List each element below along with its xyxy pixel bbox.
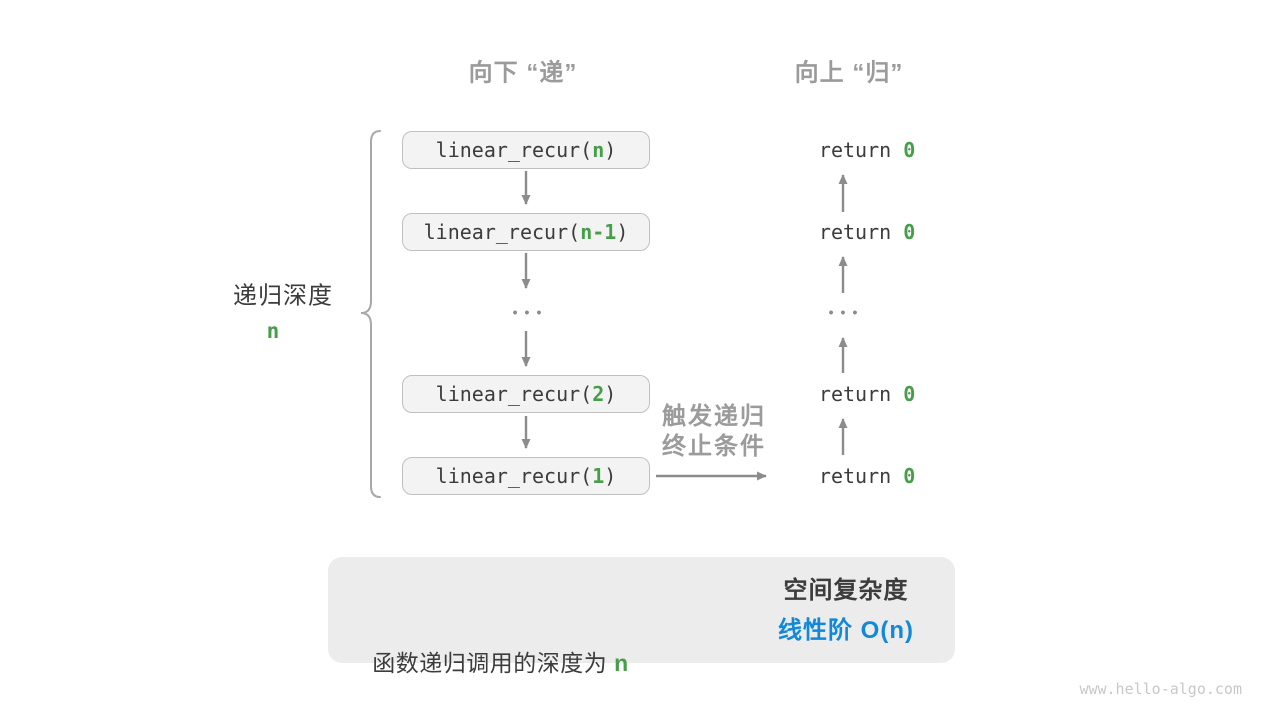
call-box-n-1: linear_recur(n-1): [402, 213, 650, 251]
code-text: ): [604, 382, 617, 406]
summary-depth-text: 函数递归调用的深度为: [372, 650, 615, 676]
call-box-n: linear_recur(n): [402, 131, 650, 169]
header-ascend: 向上 “归”: [794, 59, 904, 87]
return-value: 0: [903, 220, 916, 244]
return-keyword: return: [818, 220, 904, 244]
depth-brace: [360, 130, 381, 498]
summary-panel: 函数递归调用的深度为 n 共使用 O(n) 的栈帧空间 空间复杂度 线性阶 O(…: [328, 557, 955, 676]
termination-label-line2: 终止条件: [662, 433, 766, 460]
code-arg: n: [592, 138, 605, 162]
return-statement: return 0: [771, 114, 916, 186]
code-arg: n-1: [580, 220, 617, 244]
returns-ellipsis: •••: [828, 304, 865, 320]
watermark: www.hello-algo.com: [1079, 680, 1242, 698]
code-text: ): [604, 138, 617, 162]
space-complexity-title: 空间复杂度: [783, 577, 909, 604]
summary-depth-line: 函数递归调用的深度为 n: [328, 646, 673, 680]
summary-right-text: 空间复杂度 线性阶 O(n): [741, 571, 951, 651]
header-descend: 向下 “递”: [468, 59, 578, 87]
call-stack-ellipsis: •••: [512, 304, 549, 320]
return-value: 0: [903, 464, 916, 488]
return-keyword: return: [818, 138, 904, 162]
termination-label: 触发递归 终止条件: [662, 402, 766, 462]
code-text: linear_recur(: [435, 382, 593, 406]
return-statement: return 0: [771, 440, 916, 512]
code-text: linear_recur(: [435, 138, 593, 162]
summary-left-text: 函数递归调用的深度为 n 共使用 O(n) 的栈帧空间: [328, 578, 673, 720]
call-box-1: linear_recur(1): [402, 457, 650, 495]
code-text: linear_recur(: [435, 464, 593, 488]
code-text: linear_recur(: [423, 220, 581, 244]
code-arg: 2: [592, 382, 605, 406]
code-arg: 1: [592, 464, 605, 488]
depth-value: n: [266, 319, 280, 343]
call-box-2: linear_recur(2): [402, 375, 650, 413]
summary-depth-n: n: [614, 650, 629, 676]
depth-label: 递归深度: [233, 282, 333, 310]
return-keyword: return: [818, 464, 904, 488]
space-complexity-value: 线性阶 O(n): [778, 617, 914, 644]
code-text: ): [604, 464, 617, 488]
return-value: 0: [903, 138, 916, 162]
return-keyword: return: [818, 382, 904, 406]
code-text: ): [616, 220, 629, 244]
return-statement: return 0: [771, 196, 916, 268]
return-statement: return 0: [771, 358, 916, 430]
termination-label-line1: 触发递归: [662, 403, 766, 430]
return-value: 0: [903, 382, 916, 406]
